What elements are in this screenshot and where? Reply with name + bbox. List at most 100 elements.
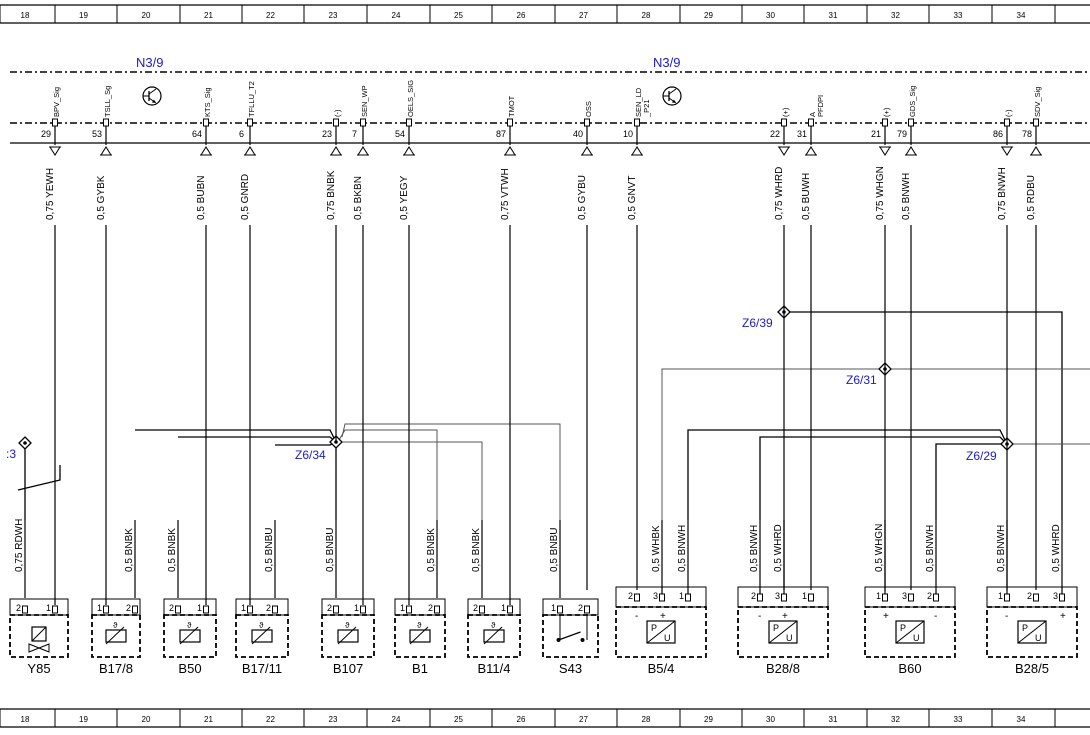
pin-terminal-icon bbox=[272, 605, 278, 614]
svg-text:U: U bbox=[913, 633, 920, 643]
pin-terminal-icon bbox=[22, 605, 28, 614]
ruler-column-label: 18 bbox=[21, 715, 30, 724]
svg-text:ϑ: ϑ bbox=[187, 621, 192, 630]
ecu-pin-number: 22 bbox=[770, 129, 780, 139]
ecu-pin: 7 SEN_WP bbox=[352, 85, 369, 139]
ecu-pin-number: 79 bbox=[897, 129, 907, 139]
pin-polarity: + bbox=[782, 611, 788, 622]
ruler-column-label: 29 bbox=[704, 11, 713, 20]
component-body bbox=[542, 614, 599, 658]
component-pin-number: 2 bbox=[169, 603, 174, 613]
pin-terminal-icon bbox=[203, 118, 209, 127]
component-pin-number: 2 bbox=[327, 603, 332, 613]
pin-polarity: - bbox=[1005, 611, 1008, 622]
wire-label: 0,5 GNVT bbox=[627, 176, 638, 220]
svg-text:ϑ: ϑ bbox=[113, 621, 118, 630]
ecu-pin-number: 7 bbox=[352, 129, 357, 139]
ecu-pin-number: 86 bbox=[993, 129, 1003, 139]
wire-label: 0,75 YEWH bbox=[45, 168, 56, 220]
wire-label: 0,75 RDWH bbox=[14, 519, 25, 572]
wire-label: 0,5 BNBU bbox=[325, 528, 336, 572]
svg-text:ϑ: ϑ bbox=[417, 621, 422, 630]
wire-label: 0,75 BNBK bbox=[326, 170, 337, 220]
pin-terminal-icon bbox=[103, 118, 109, 127]
thermistor-icon bbox=[337, 629, 359, 643]
pin-terminal-icon bbox=[247, 118, 253, 127]
thermistor-icon bbox=[251, 629, 273, 643]
pin-terminal-icon bbox=[908, 118, 914, 127]
arrow-up-icon bbox=[200, 146, 212, 156]
pin-terminal-icon bbox=[584, 118, 590, 127]
component-pin-number: 1 bbox=[97, 603, 102, 613]
wire-label: 0,5 BNWH bbox=[996, 525, 1007, 572]
component-name: S43 bbox=[559, 661, 582, 676]
ecu-pin-signal: (+) bbox=[882, 107, 891, 117]
component-pin-number: 1 bbox=[241, 603, 246, 613]
splice-z6-31: Z6/31 bbox=[846, 362, 892, 387]
arrow-up-icon bbox=[504, 146, 516, 156]
wire-label: 0,5 WHRD bbox=[1051, 524, 1062, 572]
wire-label: 0,75 WHGN bbox=[875, 166, 886, 220]
wire-label: 0,5 BNBK bbox=[426, 528, 437, 572]
pin-terminal-icon bbox=[659, 593, 665, 602]
svg-text:U: U bbox=[786, 633, 793, 643]
arrow-up-icon bbox=[581, 146, 593, 156]
component-body bbox=[394, 614, 446, 658]
ecu-pin-signal: _P21 bbox=[642, 99, 651, 118]
ruler-column-label: 29 bbox=[704, 715, 713, 724]
component-pin-number: 1 bbox=[501, 603, 506, 613]
pin-terminal-icon bbox=[685, 593, 691, 602]
wire-label: 0,5 BNBU bbox=[264, 528, 275, 572]
thermistor-icon bbox=[483, 629, 505, 643]
component-name: B11/4 bbox=[477, 661, 510, 676]
arrow-down-icon bbox=[778, 146, 790, 156]
ecu-pin-signal: SEN_WP bbox=[360, 85, 369, 117]
ruler-column-label: 28 bbox=[642, 715, 651, 724]
ecu-n3-9: N3/9 N3/9 29BPV_Sig53TSLL_Sg64KTS_Sig6TF… bbox=[10, 55, 1090, 144]
pin-polarity: + bbox=[1060, 611, 1066, 622]
component-body bbox=[864, 606, 956, 658]
ecu-pin-number: 87 bbox=[496, 129, 506, 139]
ecu-pin-signal: TMOT bbox=[507, 95, 516, 117]
ecu-pin-number: 6 bbox=[239, 129, 244, 139]
ruler-column-label: 25 bbox=[454, 715, 463, 724]
pin-terminal-icon bbox=[406, 118, 412, 127]
pin-terminal-icon bbox=[1059, 593, 1065, 602]
component-pin-number: 2 bbox=[751, 591, 756, 601]
svg-text:ϑ: ϑ bbox=[345, 621, 350, 630]
svg-text:U: U bbox=[664, 633, 671, 643]
component-pin-number: 1 bbox=[876, 591, 881, 601]
arrow-down-icon bbox=[1001, 146, 1013, 156]
component-body bbox=[235, 614, 289, 658]
pin-terminal-icon bbox=[781, 118, 787, 127]
splice-label: :3 bbox=[6, 447, 16, 461]
thermistor-icon bbox=[105, 629, 127, 643]
component-name: B5/4 bbox=[648, 661, 675, 676]
ruler-column-label: 20 bbox=[142, 715, 151, 724]
component-pin-number: 1 bbox=[197, 603, 202, 613]
pressure-sensor-icon bbox=[895, 620, 925, 644]
pin-terminal-icon bbox=[634, 118, 640, 127]
ecu-pin-number: 21 bbox=[871, 129, 881, 139]
pressure-sensor-icon bbox=[646, 620, 676, 644]
ruler-column-label: 32 bbox=[891, 11, 900, 20]
pin-terminal-icon bbox=[360, 605, 366, 614]
splice-wiring bbox=[17, 311, 1090, 520]
pressure-sensor-icon bbox=[1017, 620, 1047, 644]
pin-terminal-icon bbox=[434, 605, 440, 614]
splice-z6-29: Z6/29 bbox=[966, 437, 1014, 463]
component-name: B17/8 bbox=[99, 661, 133, 676]
pin-polarity: - bbox=[934, 611, 937, 622]
pin-terminal-icon bbox=[360, 118, 366, 127]
